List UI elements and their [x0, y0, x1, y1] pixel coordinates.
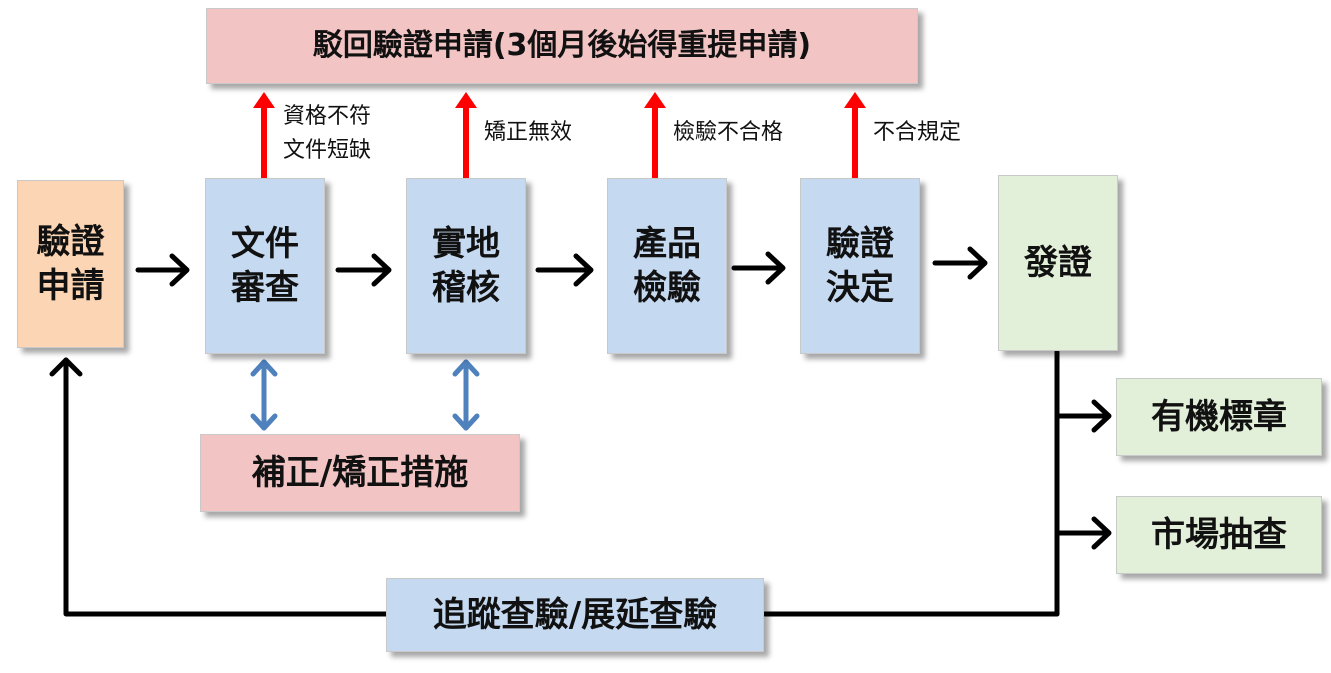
arrow-issue-to-market-check — [1054, 516, 1112, 550]
arrow-doc-review-to-site-audit — [335, 253, 392, 287]
reject-arrow-site-audit — [455, 92, 477, 178]
followup-inspection-box: 追蹤查驗/展延查驗 — [386, 578, 764, 652]
step-decision: 驗證 決定 — [800, 178, 920, 354]
corrective-arrow-doc-review — [250, 359, 278, 431]
followup-loop-line — [49, 357, 1060, 617]
reject-reason-decision: 不合規定 — [873, 120, 962, 145]
reject-arrow-doc-review — [253, 92, 275, 178]
reject-reason-doc-review: 資格不符 文件短缺 — [283, 104, 372, 163]
step-doc-review: 文件 審查 — [205, 178, 325, 354]
reject-arrow-decision — [844, 92, 866, 178]
arrow-decision-to-issue — [932, 246, 988, 280]
corrective-arrow-site-audit — [452, 359, 480, 431]
corrective-measures-box: 補正/矯正措施 — [200, 434, 520, 512]
arrow-issue-to-organic-label — [1054, 399, 1112, 433]
reject-arrow-product-test — [644, 92, 666, 178]
organic-label-box: 有機標章 — [1116, 378, 1322, 456]
arrow-apply-to-doc-review — [135, 253, 190, 287]
step-site-audit: 實地 稽核 — [406, 178, 526, 354]
step-product-test: 產品 檢驗 — [607, 178, 727, 354]
reject-reason-product-test: 檢驗不合格 — [673, 120, 784, 145]
arrow-site-audit-to-product-test — [535, 253, 594, 287]
step-issue: 發證 — [998, 175, 1118, 351]
step-apply: 驗證 申請 — [17, 180, 124, 348]
arrow-product-test-to-decision — [731, 251, 786, 285]
reject-reason-site-audit: 矯正無效 — [484, 120, 573, 145]
market-check-box: 市場抽查 — [1116, 496, 1322, 574]
reject-application-box: 駁回驗證申請(3個月後始得重提申請) — [206, 8, 918, 84]
